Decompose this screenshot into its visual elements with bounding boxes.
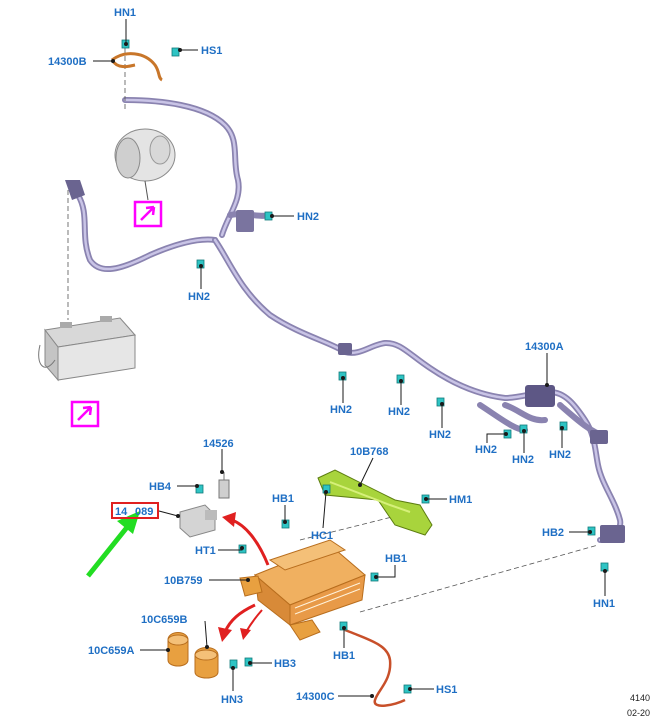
red-arrow-lower: [218, 603, 263, 642]
bushing-10c659b: [194, 647, 219, 679]
alternator: [114, 128, 176, 201]
label-hb1-b: HB1: [385, 553, 407, 565]
label-hm1: HM1: [449, 494, 472, 506]
part-labels: HN1 HS1 14300B HN2 HN2 14300A HN2 HN2 HN…: [48, 7, 615, 706]
label-hs1-top: HS1: [201, 45, 222, 57]
label-hn2-b: HN2: [188, 291, 210, 303]
label-hn1-bottom: HN1: [593, 598, 615, 610]
label-14300c: 14300C: [296, 691, 335, 703]
label-14a089-suffix: 089: [135, 506, 153, 518]
highlighted-part-14a089: 14 089: [111, 502, 159, 519]
label-10b768: 10B768: [350, 446, 389, 458]
label-hn2-g: HN2: [512, 454, 534, 466]
dc-converter-10b759: [239, 539, 366, 641]
main-harness: [65, 97, 625, 543]
label-10b759: 10B759: [164, 575, 203, 587]
view-line-module: [359, 544, 599, 613]
sensor-14526: [218, 472, 230, 499]
label-14a089-prefix: 14: [115, 506, 128, 518]
label-14300a: 14300A: [525, 341, 564, 353]
label-hn2-c: HN2: [330, 404, 352, 416]
label-hc1: HC1: [311, 530, 333, 542]
label-hb2: HB2: [542, 527, 564, 539]
fastener-clips: [121, 39, 609, 694]
label-hb3: HB3: [274, 658, 296, 670]
module-14a089: [179, 504, 217, 538]
red-arrow-upper: [222, 512, 270, 566]
label-hn2-f: HN2: [475, 444, 497, 456]
view-icon-battery[interactable]: [70, 400, 100, 428]
view-line-module-2: [299, 509, 421, 541]
footer-date: 02-20: [627, 708, 650, 718]
cable-14300c: [344, 628, 406, 707]
label-10c659a: 10C659A: [88, 645, 135, 657]
label-10c659b: 10C659B: [141, 614, 188, 626]
label-hn2-e: HN2: [429, 429, 451, 441]
battery: [38, 316, 136, 382]
label-14300b: 14300B: [48, 56, 87, 68]
label-hs1-bottom: HS1: [436, 684, 457, 696]
label-hn2-a: HN2: [297, 211, 319, 223]
label-hn2-d: HN2: [388, 406, 410, 418]
cable-14300b: [110, 52, 163, 82]
label-hn3: HN3: [221, 694, 243, 706]
diagram-footer: 4140 02-20: [627, 693, 650, 718]
bushing-10c659a: [167, 632, 189, 667]
label-hb1-a: HB1: [272, 493, 294, 505]
footer-code: 4140: [630, 693, 650, 703]
label-ht1: HT1: [195, 545, 216, 557]
label-hn1-top: HN1: [114, 7, 136, 19]
label-hb4: HB4: [149, 481, 172, 493]
bracket-10b768: [317, 469, 433, 536]
label-hb1-c: HB1: [333, 650, 355, 662]
label-14526: 14526: [203, 438, 234, 450]
view-icon-alternator[interactable]: [133, 200, 163, 228]
leader-lines: [93, 19, 607, 698]
green-pointer-arrow: [86, 511, 140, 578]
label-hn2-h: HN2: [549, 449, 571, 461]
